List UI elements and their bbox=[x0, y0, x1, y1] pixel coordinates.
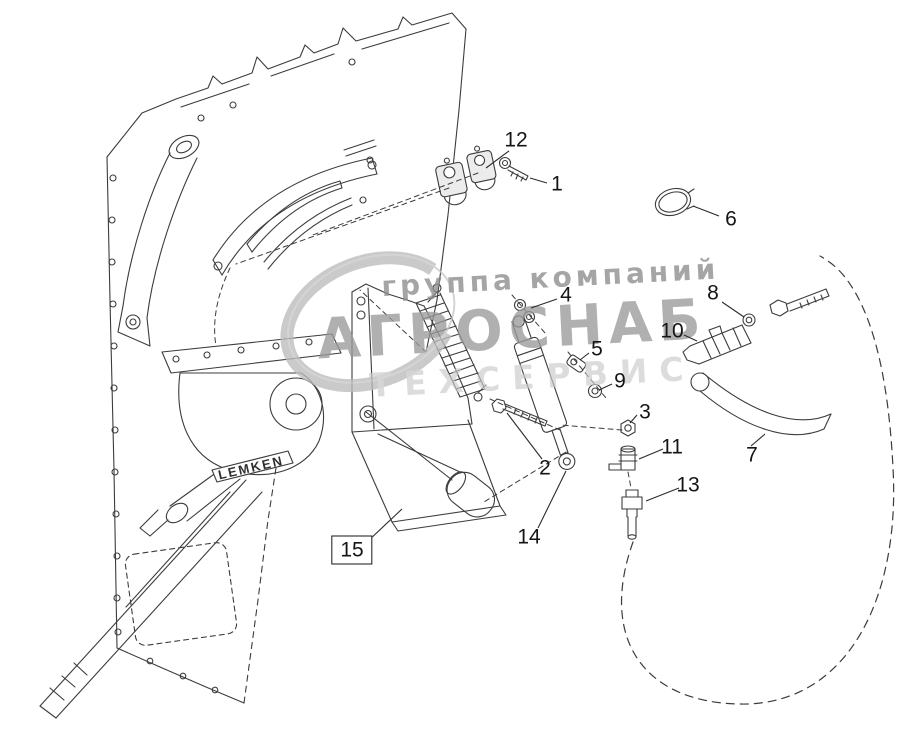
washer-9 bbox=[587, 383, 603, 399]
callout-leader-15 bbox=[367, 508, 403, 542]
clip-5 bbox=[566, 354, 587, 373]
hose-routing bbox=[620, 255, 895, 705]
quick-coupler-10 bbox=[682, 324, 752, 365]
callout-leader-14 bbox=[537, 470, 567, 529]
slotted-quadrant bbox=[212, 157, 378, 276]
callout-leader-12 bbox=[485, 150, 510, 169]
nut-3 bbox=[620, 419, 636, 437]
support-beam bbox=[39, 479, 263, 719]
circlip-6 bbox=[654, 187, 695, 217]
lever-arm bbox=[117, 134, 200, 347]
callout-leader-7 bbox=[750, 433, 766, 447]
elbow-fitting-11 bbox=[608, 445, 638, 471]
callout-leader-4 bbox=[530, 298, 558, 309]
brand-plate bbox=[211, 450, 294, 483]
seal-ring-8 bbox=[742, 313, 756, 327]
brand-label: LEMKEN bbox=[217, 453, 286, 483]
clamp-blocks bbox=[435, 145, 497, 206]
construction-lines bbox=[214, 172, 632, 503]
callout-leader-lines bbox=[367, 150, 766, 542]
watermark: группа компаний АГРОСНАБ ТЕХСЕРВИС bbox=[280, 251, 720, 405]
callout-leader-1 bbox=[529, 177, 548, 184]
roller bbox=[445, 471, 496, 518]
damper bbox=[511, 315, 576, 470]
washers-4 bbox=[513, 298, 536, 324]
callout-leader-11 bbox=[638, 448, 664, 460]
gearbox bbox=[139, 333, 342, 537]
panel-access-door bbox=[124, 542, 238, 646]
banjo-bolt bbox=[769, 288, 830, 317]
watermark-swoosh-icon bbox=[280, 251, 452, 393]
fitting-13 bbox=[621, 489, 643, 540]
callout-leader-13 bbox=[645, 487, 680, 502]
callout-leader-2 bbox=[506, 412, 543, 460]
bolt-2 bbox=[491, 398, 548, 427]
frame-panel bbox=[106, 12, 467, 704]
callout-leader-8 bbox=[721, 301, 745, 318]
curved-strap-7 bbox=[690, 372, 832, 436]
spring-bracket-assembly bbox=[351, 283, 507, 532]
callout-leader-3 bbox=[629, 414, 638, 424]
screw-1 bbox=[498, 156, 529, 182]
callout-leader-5 bbox=[579, 352, 590, 361]
panel-holes bbox=[108, 58, 374, 694]
callout-leader-10 bbox=[683, 334, 698, 342]
callout-leader-9 bbox=[598, 383, 613, 391]
callout-leader-6 bbox=[692, 205, 720, 217]
